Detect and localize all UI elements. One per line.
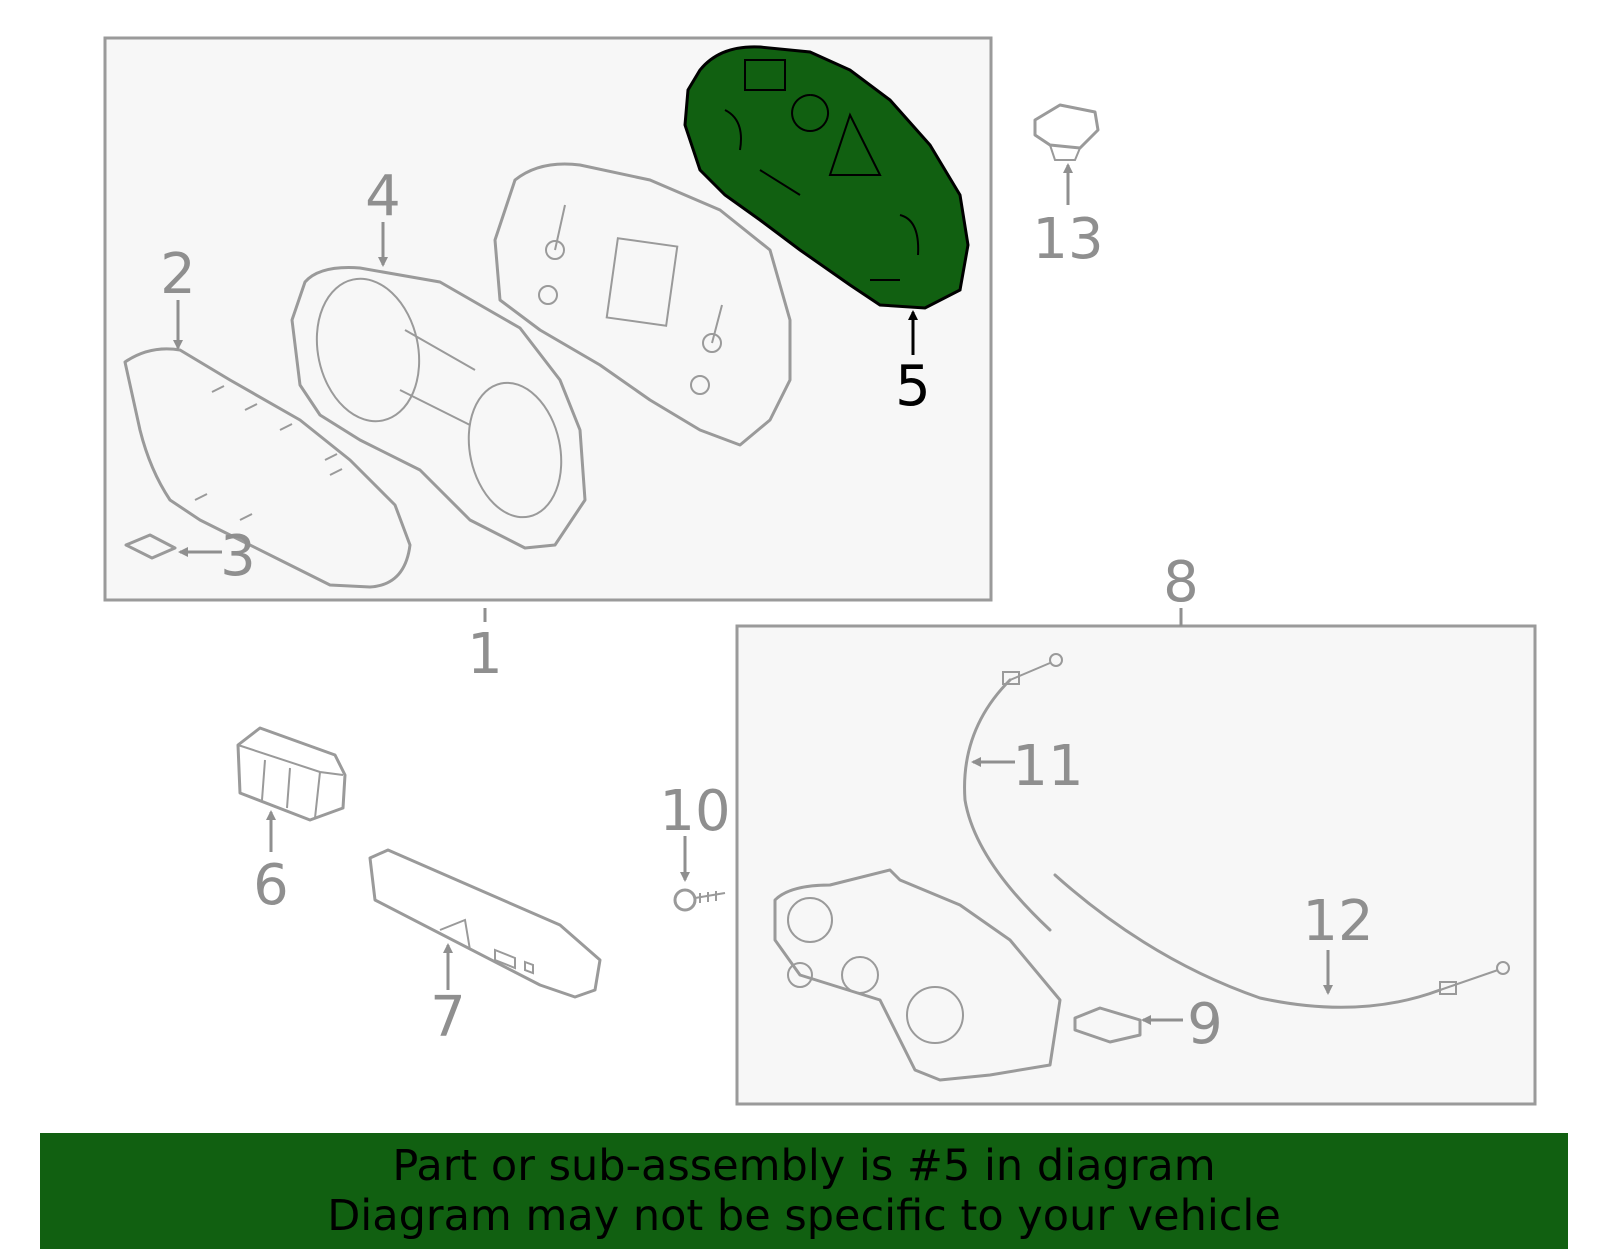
- part-13-socket: [1033, 103, 1100, 161]
- climate-control-unit: [773, 868, 1062, 1082]
- info-banner: Part or sub-assembly is #5 in diagram Di…: [40, 1133, 1568, 1249]
- callout-9: 9: [1187, 992, 1223, 1057]
- leader-lines: [173, 163, 1333, 1025]
- callout-1: 1: [467, 622, 503, 687]
- part-6-switch: [236, 726, 347, 822]
- banner-line-2: Diagram may not be specific to your vehi…: [327, 1191, 1281, 1241]
- callout-13: 13: [1032, 207, 1103, 272]
- part-12-cable: [1053, 873, 1510, 1009]
- part-9-clip: [1073, 1006, 1142, 1044]
- callout-11: 11: [1012, 734, 1083, 799]
- callout-6: 6: [253, 853, 289, 918]
- part-11-cable: [963, 653, 1063, 932]
- banner-line-1: Part or sub-assembly is #5 in diagram: [392, 1141, 1216, 1191]
- callout-7: 7: [430, 985, 466, 1050]
- part-5-highlighted: [683, 45, 970, 310]
- part-7-panel: [368, 848, 602, 999]
- callout-8: 8: [1163, 550, 1199, 615]
- callout-5: 5: [895, 354, 931, 419]
- part-2-lens: [123, 347, 412, 589]
- part-3-clip: [124, 533, 177, 560]
- callout-12: 12: [1302, 889, 1373, 954]
- callout-2: 2: [160, 242, 196, 307]
- callout-3: 3: [220, 524, 256, 589]
- callout-4: 4: [365, 164, 401, 229]
- part-10-screw: [673, 888, 726, 912]
- assembly-8-box: [735, 624, 1537, 1106]
- part-4-bezel: [290, 266, 587, 550]
- gauge-face: [493, 162, 792, 447]
- callout-10: 10: [659, 779, 730, 844]
